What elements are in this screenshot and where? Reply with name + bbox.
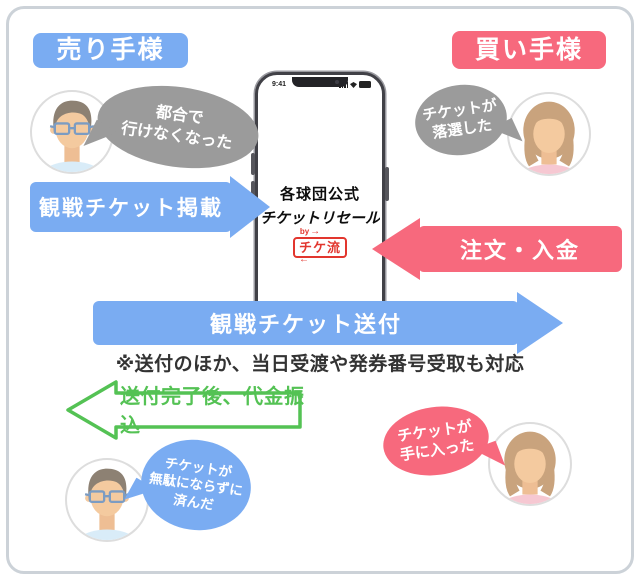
seller-avatar-bottom <box>65 458 149 542</box>
send-note: ※送付のほか、当日受渡や発券番号受取も対応 <box>115 354 525 375</box>
female-avatar-icon <box>498 431 562 504</box>
arrow-left-head-icon <box>372 218 420 280</box>
seller-result-text: チケットが 無駄にならずに 済んだ <box>148 455 244 513</box>
camera-icon <box>335 80 339 84</box>
app-title: 各球団公式 チケットリセール <box>260 183 380 228</box>
status-time: 9:41 <box>272 81 287 88</box>
arrow-order-payment: 注文・入金 <box>372 218 622 280</box>
logo-by-text: by <box>299 227 310 236</box>
arrow-list-label: 観戦チケット掲載 <box>30 182 232 232</box>
arrow-right-head-icon <box>230 176 270 238</box>
buyer-avatar-top <box>507 92 591 176</box>
phone-power-button <box>385 167 389 201</box>
arrow-payout-label: 送付完了後、代金振込 <box>120 386 305 437</box>
female-avatar-icon <box>517 101 581 174</box>
logo-top-arrow-icon: → <box>310 226 321 237</box>
seller-avatar-top <box>30 90 114 174</box>
buyer-avatar-bottom <box>488 422 572 506</box>
phone-volume-up-button <box>251 153 255 175</box>
logo-bottom-arrow-icon: ← <box>299 254 309 265</box>
green-outline-arrow-icon <box>66 380 302 440</box>
buyer-label: 買い手様 <box>452 31 606 69</box>
chiketore-logo: by → チケ流 ← <box>260 227 380 265</box>
arrow-right-head-icon <box>517 292 563 354</box>
app-title-line2: チケットリセール <box>260 210 380 227</box>
arrow-send-label: 観戦チケット送付 <box>93 301 519 345</box>
buyer-problem-text: チケットが 落選した <box>421 96 498 143</box>
male-avatar-icon <box>75 468 139 540</box>
logo-name: チケ流 <box>292 237 347 258</box>
seller-label: 売り手様 <box>33 33 188 68</box>
smartphone: 9:41 各球団公式 チケットリセール by → チケ流 ← <box>251 72 389 340</box>
arrow-send-ticket: 観戦チケット送付 <box>93 292 563 354</box>
wifi-icon <box>350 82 357 88</box>
canvas-border <box>6 6 634 574</box>
seller-problem-text: 都合で 行けなくなった <box>120 104 234 153</box>
phone-screen: 9:41 各球団公式 チケットリセール by → チケ流 ← <box>260 77 380 335</box>
logo-by-label: by → <box>300 227 320 237</box>
phone-notch <box>292 77 348 87</box>
arrow-order-label: 注文・入金 <box>418 226 622 272</box>
arrow-list-ticket: 観戦チケット掲載 <box>30 176 270 238</box>
battery-icon <box>359 81 371 88</box>
male-avatar-icon <box>40 100 104 172</box>
app-title-line1: 各球団公式 <box>279 186 360 203</box>
arrow-payout: 送付完了後、代金振込 <box>64 377 309 443</box>
buyer-result-text: チケットが 手に入った <box>396 417 476 465</box>
